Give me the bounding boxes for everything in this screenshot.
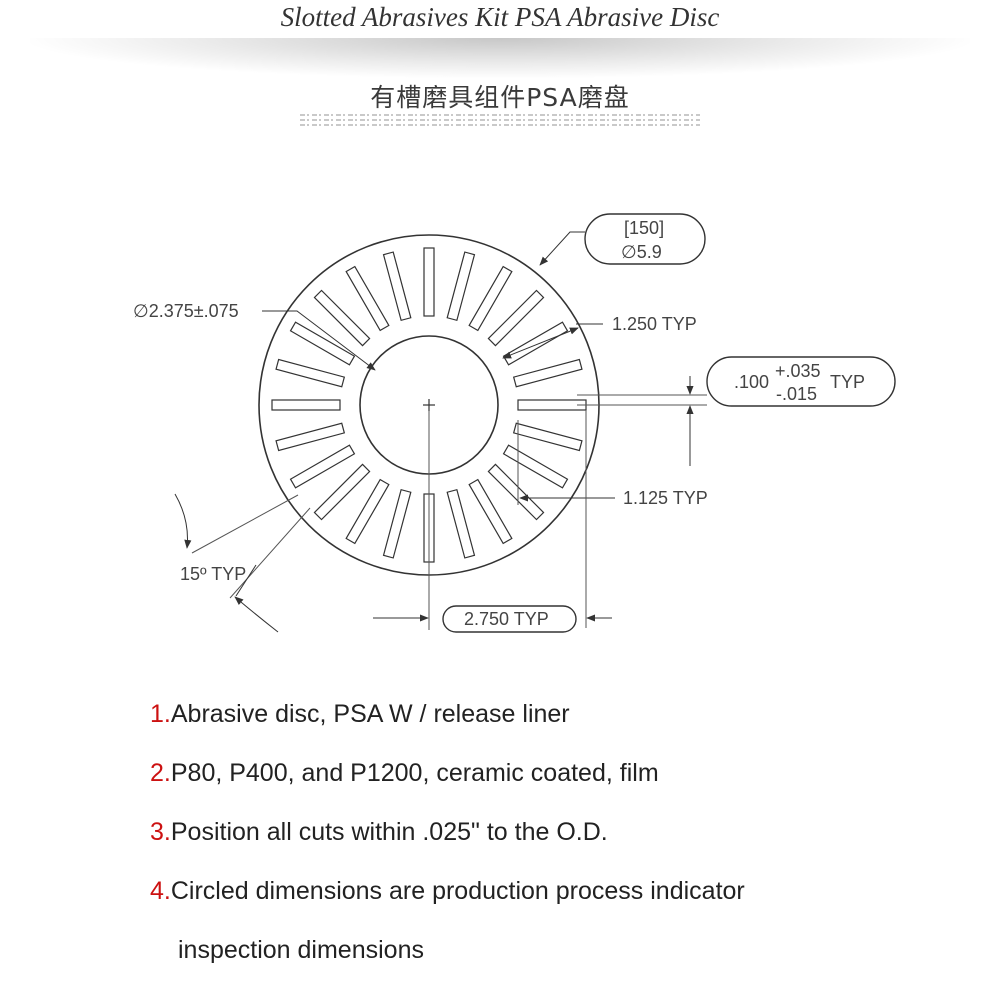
angle-arc-top [174,493,192,549]
slot-angle-label: 15º TYP [180,564,246,584]
slot [271,399,341,411]
span-label: 2.750 TYP [464,609,549,629]
slot [512,422,583,452]
slot [275,358,346,388]
slot [423,247,435,317]
note-1-number: 1. [150,700,171,728]
slot-length-label: 1.250 TYP [612,314,697,334]
note-2: 2.P80, P400, and P1200, ceramic coated, … [150,749,970,808]
slot [289,321,356,366]
slot [468,478,513,545]
note-3-text: Position all cuts within .025" to the O.… [170,818,608,846]
slot-width-minus: -.015 [776,384,817,404]
slot-width-nominal: .100 [734,372,769,392]
angle-ext-2 [229,507,311,599]
slot [446,251,476,322]
slot [345,478,390,545]
note-2-number: 2. [150,759,171,787]
slot [382,488,412,559]
id-leader [262,310,376,371]
page-subtitle: 有槽磨具组件PSA磨盘 [370,83,630,112]
slot [517,399,587,411]
slot [502,444,569,489]
angle-arc-bottom [234,596,279,633]
span-callout-box[interactable] [442,605,577,633]
slot [382,251,412,322]
angle-leader [235,564,257,597]
slot-length-dim [502,327,579,359]
slot [345,265,390,332]
angle-ext-1 [191,494,299,554]
page-title: Slotted Abrasives Kit PSA Abrasive Disc [280,2,720,32]
note-3-number: 3. [150,818,171,846]
slot-width-callout-box[interactable] [706,356,896,407]
notes-list: 1.Abrasive disc, PSA W / release liner 2… [150,690,970,985]
slot [512,358,583,388]
note-1: 1.Abrasive disc, PSA W / release liner [150,690,970,749]
od-callout-box[interactable] [584,213,706,265]
note-4-text: Circled dimensions are production proces… [170,877,745,905]
od-label: ∅5.9 [621,242,662,262]
slot [313,289,371,347]
slot [487,289,545,347]
id-label: ∅2.375±.075 [133,301,239,321]
slot [446,488,476,559]
note-2-text: P80, P400, and P1200, ceramic coated, fi… [170,759,659,787]
header-banner: Slotted Abrasives Kit PSA Abrasive Disc … [0,0,1000,140]
decorative-fine-print [300,114,700,129]
note-1-text: Abrasive disc, PSA W / release liner [170,700,570,728]
note-4-continuation: inspection dimensions [178,936,424,964]
slot [468,265,513,332]
od-leader [539,231,585,266]
slot [275,422,346,452]
slot-width-suffix: TYP [830,372,865,392]
note-4-number: 4. [150,877,171,905]
slot-inner-radius-label: 1.125 TYP [623,488,708,508]
technical-drawing: [150] ∅5.9 ∅2.375±.075 1.250 TYP .100 +.… [133,213,896,633]
slot [313,463,371,521]
slot [487,463,545,521]
slot [289,444,356,489]
title-shadow [30,38,970,78]
od-metric-label: [150] [624,218,664,238]
slot-width-plus: +.035 [775,361,821,381]
note-4: 4.Circled dimensions are production proc… [150,867,970,926]
note-3: 3.Position all cuts within .025" to the … [150,808,970,867]
